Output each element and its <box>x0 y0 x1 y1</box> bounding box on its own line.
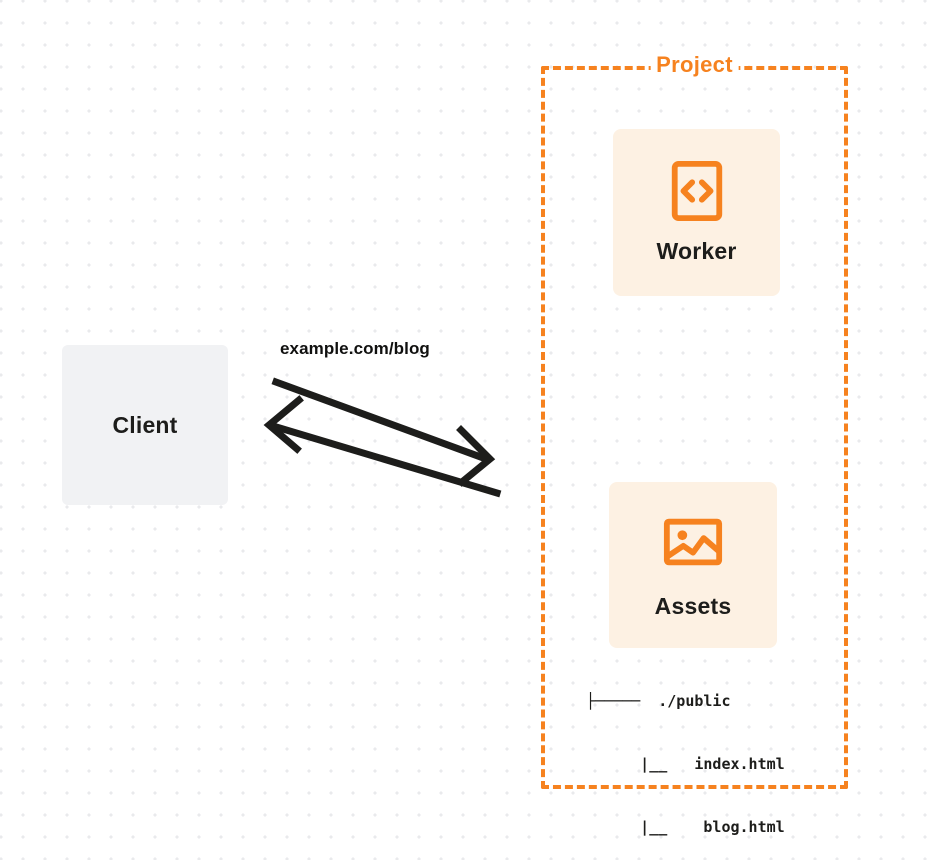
worker-node[interactable]: Worker <box>613 129 780 296</box>
assets-node[interactable]: Assets <box>609 482 777 648</box>
code-brackets-icon <box>671 160 722 222</box>
client-node[interactable]: Client <box>62 345 228 505</box>
image-icon <box>663 518 723 565</box>
connection-url-label: example.com/blog <box>280 339 430 358</box>
assets-file-tree: ├───── ./public |__ index.html |__ blog.… <box>586 649 785 860</box>
project-group: Project <box>541 52 848 789</box>
worker-label: Worker <box>656 238 737 264</box>
response-arrow <box>263 395 502 498</box>
assets-label: Assets <box>654 592 732 619</box>
file-tree-line: |__ index.html <box>586 755 785 773</box>
client-label: Client <box>112 411 178 438</box>
project-title: Project <box>650 52 739 79</box>
request-arrow <box>271 377 496 487</box>
file-tree-line: |__ blog.html <box>586 818 785 836</box>
file-tree-line: ├───── ./public <box>586 692 731 710</box>
